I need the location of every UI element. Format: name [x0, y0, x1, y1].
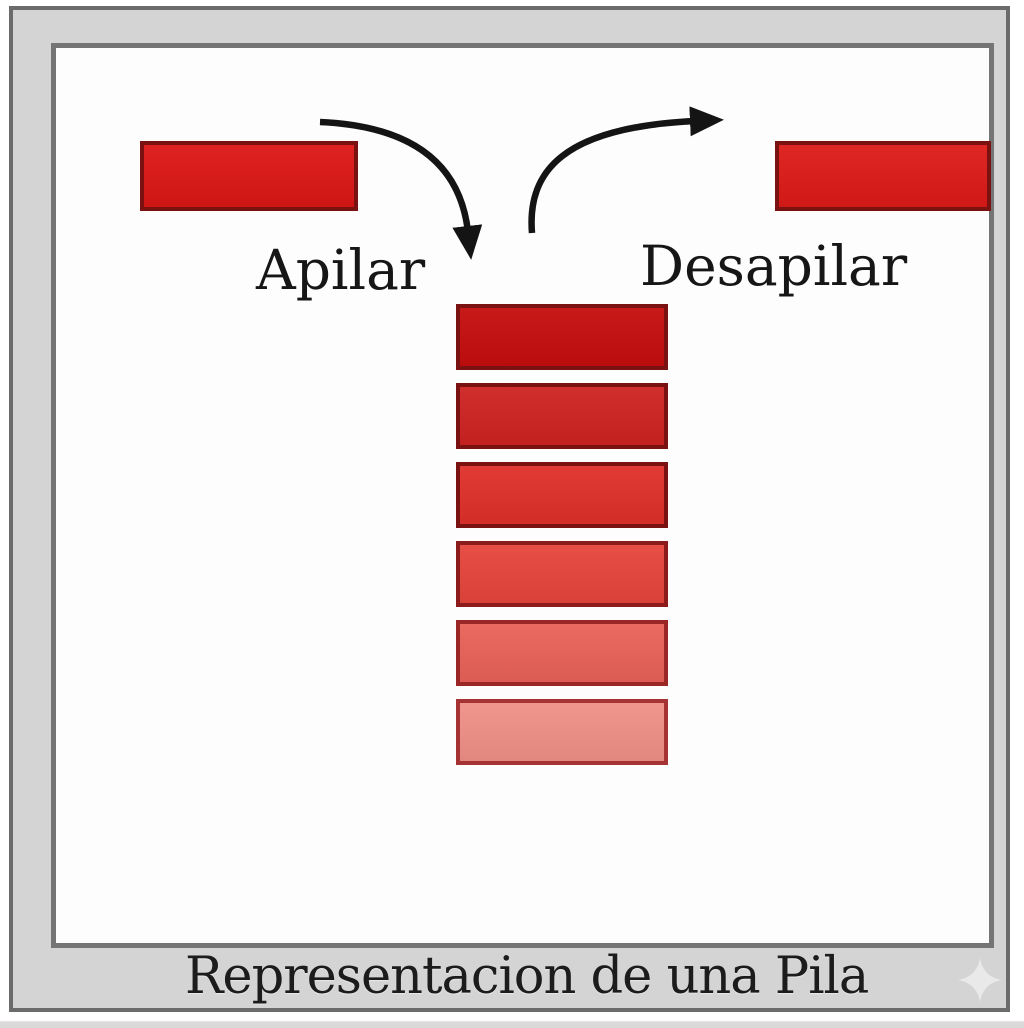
sparkle-shape — [958, 958, 1002, 1002]
frame-caption: Representacion de una Pila — [185, 947, 869, 1006]
stack-block-1 — [456, 304, 668, 370]
stack-block-4 — [456, 541, 668, 607]
incoming-stack-block — [140, 141, 358, 211]
diagram-panel: Apilar Desapilar — [51, 43, 994, 948]
outgoing-stack-block — [775, 141, 991, 211]
picture-frame: Apilar Desapilar Representacion de una P… — [9, 6, 1010, 1012]
stack-block-5 — [456, 620, 668, 686]
stack-of-blocks — [456, 304, 668, 766]
stack-block-3 — [456, 462, 668, 528]
bottom-edge-strip — [0, 1021, 1024, 1028]
sparkle-icon — [958, 958, 1002, 1002]
pop-operation-label: Desapilar — [640, 234, 908, 298]
stack-block-6 — [456, 699, 668, 765]
push-operation-label: Apilar — [256, 238, 426, 302]
stack-block-2 — [456, 383, 668, 449]
